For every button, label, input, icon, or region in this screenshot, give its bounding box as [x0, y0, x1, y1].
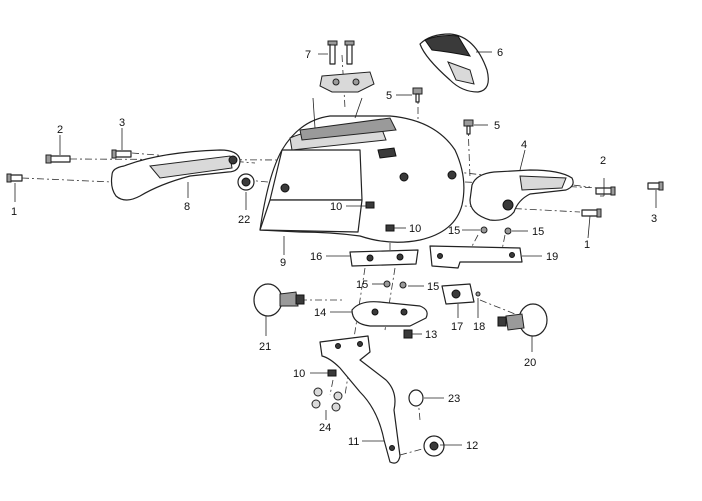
- callout-12: 12: [466, 440, 478, 452]
- bolts-right: [581, 181, 664, 218]
- callout-5-right: 5: [494, 120, 500, 132]
- screws-5: [412, 87, 474, 135]
- callout-5-top: 5: [386, 90, 392, 102]
- callout-16: 16: [310, 251, 322, 263]
- callout-15-top-right: 15: [532, 226, 544, 238]
- part-6-tail-cover: [419, 33, 489, 93]
- callout-3-right: 3: [651, 213, 657, 225]
- callout-2-right: 2: [600, 155, 606, 167]
- part-8-left-grab-handle: [110, 149, 241, 201]
- callout-10-bottom: 10: [293, 368, 305, 380]
- callout-1-left: 1: [11, 206, 17, 218]
- callout-15-top-left: 15: [448, 225, 460, 237]
- callout-2-left: 2: [57, 124, 63, 136]
- callout-labels: 1 2 3 8 22 9 7 5 6 5 4 2 3 1 10 10 15 15…: [11, 47, 657, 452]
- callout-11: 11: [348, 436, 359, 448]
- callout-7: 7: [305, 49, 311, 61]
- callout-8: 8: [184, 201, 190, 213]
- callout-18: 18: [473, 321, 485, 333]
- callout-13: 13: [425, 329, 437, 341]
- part-4-right-grab-handle: [469, 169, 574, 221]
- bolts-left: [6, 149, 132, 183]
- callout-10-mid: 10: [409, 223, 421, 235]
- callout-15-mid-right: 15: [427, 281, 439, 293]
- callout-14: 14: [314, 307, 326, 319]
- part-20-right-turn-signal: [497, 303, 548, 337]
- callout-3-left: 3: [119, 117, 125, 129]
- part-9-rear-fender: [259, 97, 465, 243]
- callout-15-mid-left: 15: [356, 279, 368, 291]
- part-14-light-housing: [351, 301, 428, 327]
- part-22-grommet: [237, 173, 255, 191]
- callout-6: 6: [497, 47, 503, 59]
- callout-1-right: 1: [584, 239, 590, 251]
- callout-17: 17: [451, 321, 463, 333]
- callout-19: 19: [546, 251, 558, 263]
- part-7-bracket-with-screws: [319, 40, 375, 93]
- callout-10-fender: 10: [330, 201, 342, 213]
- screws-15: [383, 226, 512, 289]
- callout-22: 22: [238, 214, 250, 226]
- part-12-reflector: [423, 435, 445, 457]
- part-16-light-cover: [349, 249, 419, 267]
- part-17-connector: [441, 283, 481, 305]
- callout-23: 23: [448, 393, 460, 405]
- callout-21: 21: [259, 341, 271, 353]
- callout-4: 4: [521, 139, 527, 151]
- part-21-left-turn-signal: [253, 283, 305, 317]
- part-11-license-bracket: [319, 335, 401, 464]
- nuts-24: [311, 387, 343, 412]
- callout-24: 24: [319, 422, 331, 434]
- part-19-bracket-plate: [429, 245, 523, 269]
- part-23-rubber-stop: [408, 389, 424, 407]
- part-13-bolt: [403, 329, 413, 339]
- callout-20: 20: [524, 357, 536, 369]
- callout-9: 9: [280, 257, 286, 269]
- leader-lines: [14, 44, 657, 446]
